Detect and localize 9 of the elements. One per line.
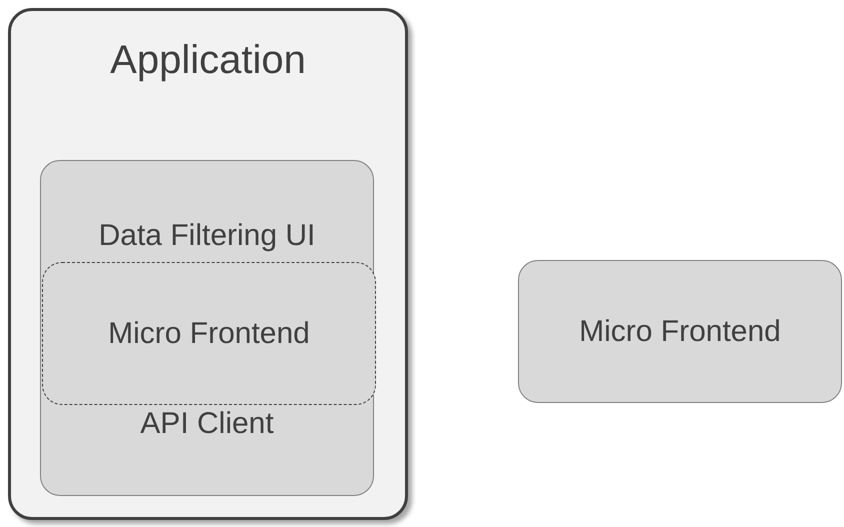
component-box	[518, 260, 842, 403]
node-label: Micro Frontend	[578, 314, 782, 350]
dashed-box	[42, 262, 376, 405]
node-label: Data Filtering UI	[98, 218, 316, 254]
component-box	[40, 160, 374, 496]
container-box	[8, 8, 408, 520]
node-label: API Client	[139, 406, 275, 442]
node-label: Micro Frontend	[107, 316, 311, 352]
node-label: Application	[109, 37, 307, 84]
